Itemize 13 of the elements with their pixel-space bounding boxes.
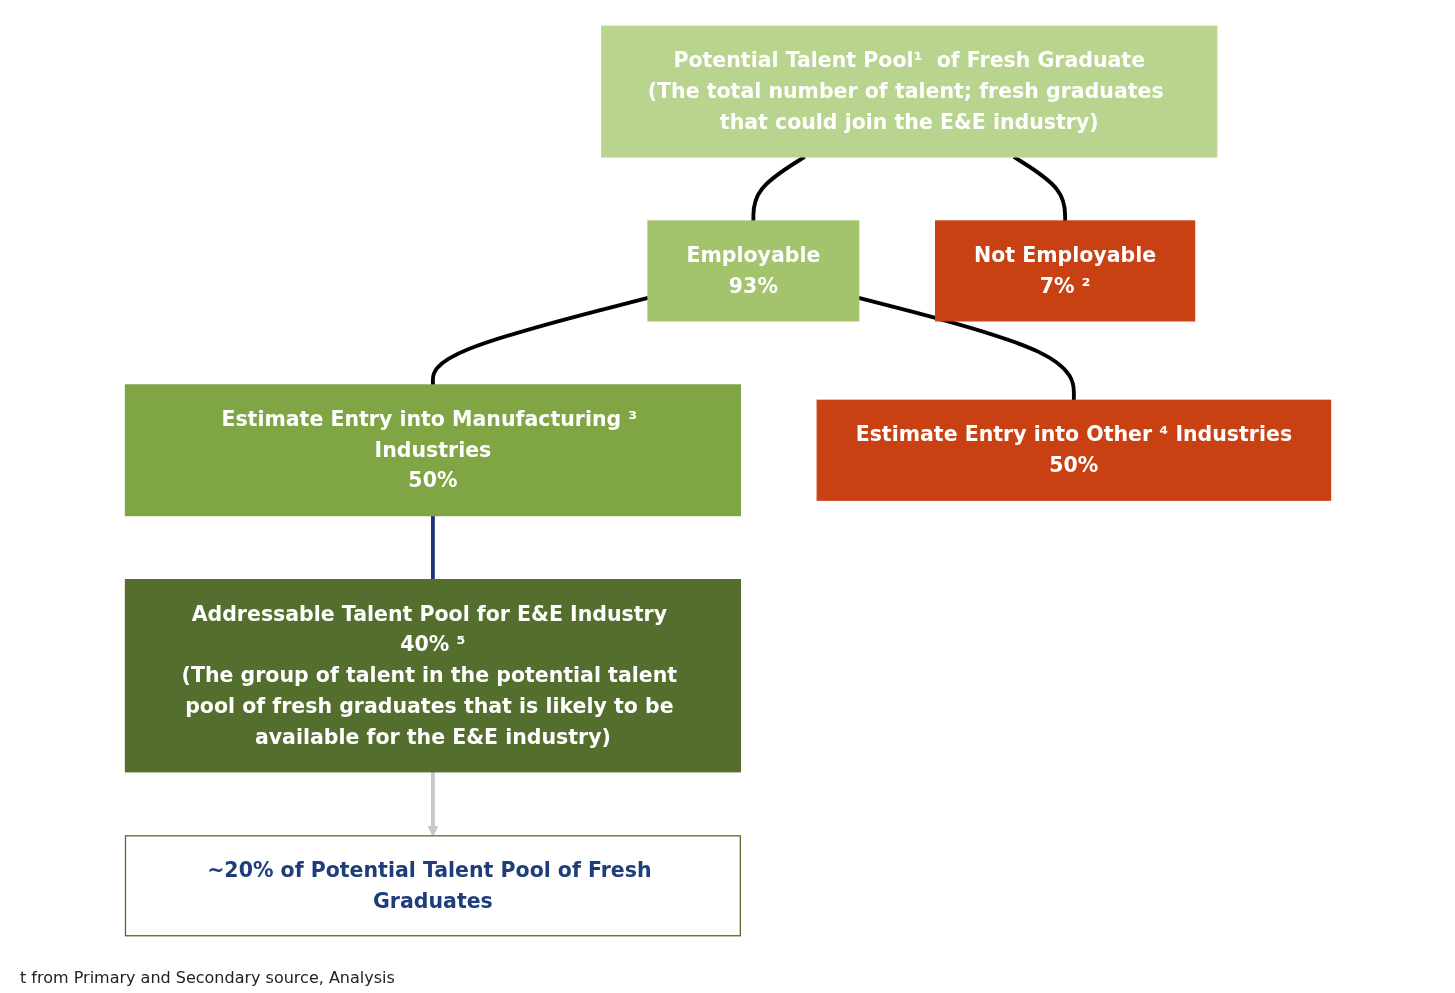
node-box: Employable 93% xyxy=(646,220,859,322)
node-box: Potential Talent Pool¹ of Fresh Graduate (The total number of talent; fresh graduates that could join the E&E industry) xyxy=(600,25,1217,158)
node-box: Estimate Entry into Manufacturing ³ Industries 50% xyxy=(124,384,741,517)
connector xyxy=(1012,155,1067,221)
node-box: Addressable Talent Pool for E&E Industry 40% ⁵ (The group of talent in the potential talent pool of fresh graduates that is likely to be available for the E&E industry) xyxy=(124,579,741,773)
connector xyxy=(750,155,806,221)
connector xyxy=(430,515,435,580)
connector xyxy=(430,296,648,385)
arrow xyxy=(426,771,439,837)
node-box: Estimate Entry into Other ⁴ Industries 50% xyxy=(816,399,1331,501)
source-note: t from Primary and Secondary source, Analysis xyxy=(20,968,395,987)
node-box: ~20% of Potential Talent Pool of Fresh Graduates xyxy=(124,835,741,937)
node-box: Not Employable 7% ² xyxy=(934,220,1195,322)
